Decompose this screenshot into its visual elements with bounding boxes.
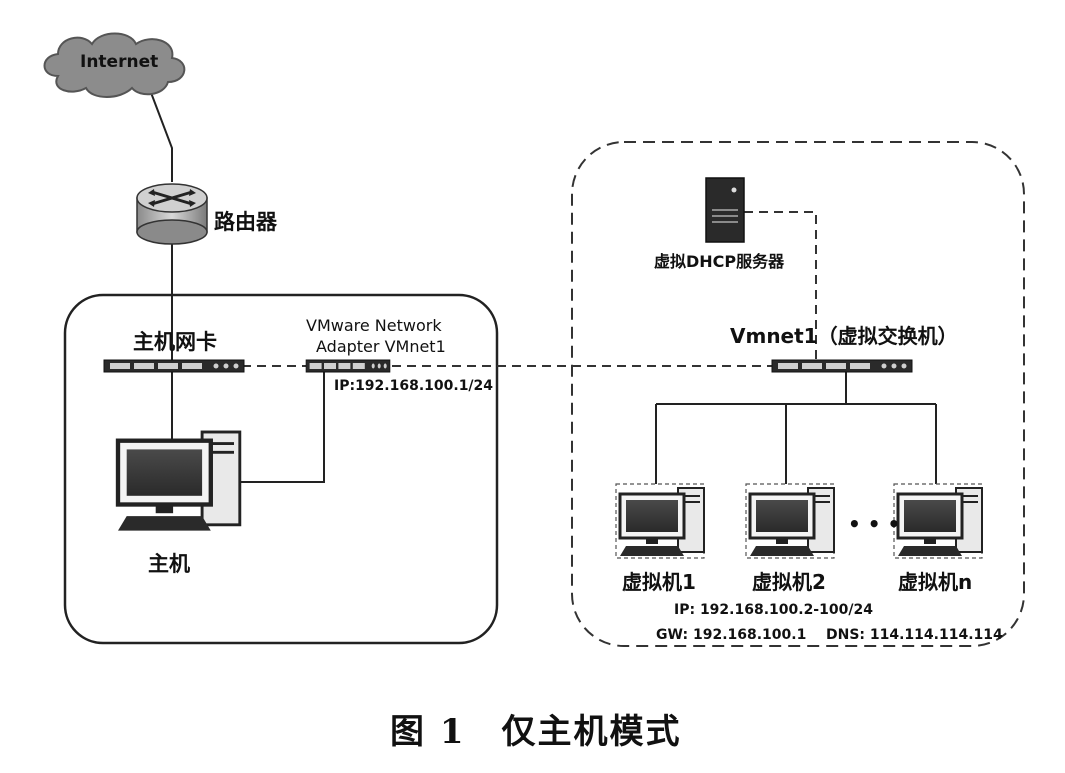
host-label: 主机 bbox=[148, 552, 190, 576]
vm2-icon bbox=[745, 483, 836, 559]
vm-gw-label: GW: 192.168.100.1 bbox=[656, 627, 807, 643]
figure-caption: 图 1 仅主机模式 bbox=[390, 712, 682, 752]
host-computer-icon bbox=[118, 432, 240, 531]
connection-lines bbox=[149, 89, 937, 484]
router-icon bbox=[136, 183, 208, 245]
vswitch-icon bbox=[771, 359, 913, 373]
vmn-icon bbox=[893, 483, 984, 559]
virtual-links bbox=[242, 211, 817, 367]
internet-label: Internet bbox=[80, 52, 159, 72]
vm1-label: 虚拟机1 bbox=[622, 570, 696, 594]
virtual-network-boundary bbox=[571, 141, 1025, 647]
dhcp-server-label: 虚拟DHCP服务器 bbox=[654, 252, 785, 271]
cloud-icon bbox=[43, 32, 186, 98]
host-nic-label: 主机网卡 bbox=[133, 330, 217, 354]
server-tower-icon bbox=[705, 177, 745, 243]
vm1-icon bbox=[615, 483, 706, 559]
ellipsis: • • • bbox=[848, 512, 901, 536]
vmnet-adapter-label-line1: VMware Network bbox=[306, 316, 442, 335]
vm2-label: 虚拟机2 bbox=[752, 570, 826, 594]
vm-dns-label: DNS: 114.114.114.114 bbox=[826, 627, 1003, 643]
host-ip-label: IP:192.168.100.1/24 bbox=[334, 378, 494, 394]
vm-ip-label: IP: 192.168.100.2-100/24 bbox=[674, 602, 873, 618]
vswitch-label: Vmnet1（虚拟交换机） bbox=[730, 324, 958, 348]
vmnet-adapter-icon bbox=[305, 359, 391, 373]
vmn-label: 虚拟机n bbox=[898, 570, 973, 594]
host-nic-icon bbox=[103, 359, 245, 373]
host-boundary bbox=[63, 293, 499, 645]
vmnet-adapter-label-line2: Adapter VMnet1 bbox=[316, 337, 446, 356]
router-label: 路由器 bbox=[214, 210, 277, 234]
